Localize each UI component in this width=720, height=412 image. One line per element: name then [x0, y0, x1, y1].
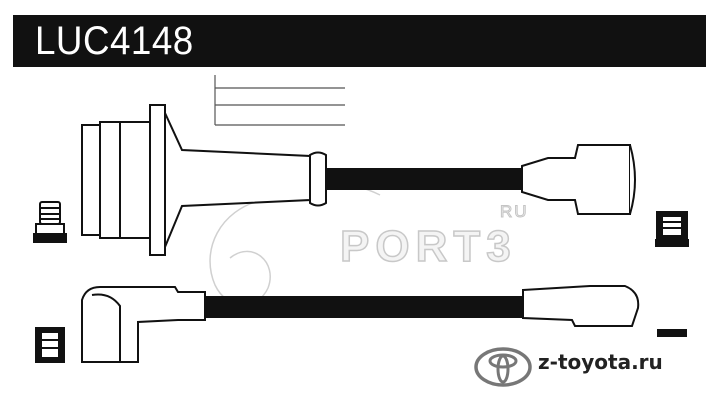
watermark-ru: RU — [500, 202, 529, 222]
lower-cable-icon — [205, 296, 523, 318]
part-number-title: LUC4148 — [35, 19, 194, 63]
small-terminal-icon — [657, 329, 687, 337]
distributor-connector-icon — [655, 211, 689, 247]
long-lead-icon — [81, 286, 206, 363]
coil-lead-icon — [81, 104, 327, 256]
toyota-logo-icon — [474, 347, 532, 387]
site-url: z-toyota.ru — [538, 350, 663, 374]
spark-plug-connector-lower-icon — [35, 327, 65, 363]
spark-plug-connector-icon — [33, 201, 67, 243]
plug-boot-lower-icon — [522, 285, 640, 327]
plug-boot-upper-icon — [521, 144, 636, 215]
title-bar: LUC4148 — [13, 15, 706, 67]
upper-cable-icon — [326, 168, 522, 190]
watermark-text: PORT3 — [339, 221, 517, 272]
reference-ticks-icon — [214, 75, 345, 126]
